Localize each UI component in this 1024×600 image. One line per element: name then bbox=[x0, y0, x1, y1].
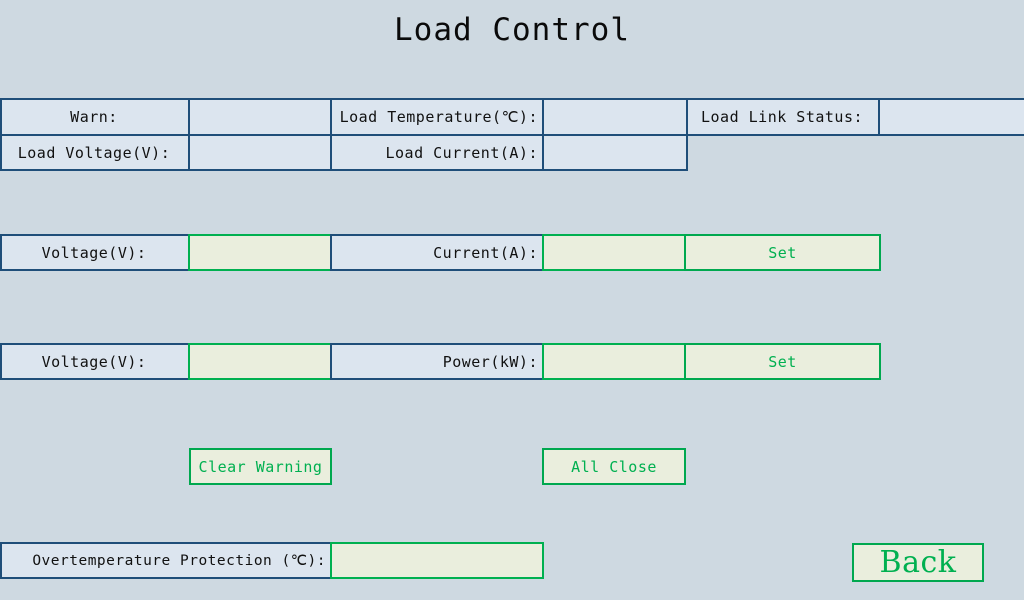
load-voltage-label: Load Voltage(V): bbox=[0, 134, 190, 171]
load-voltage-value bbox=[188, 134, 332, 171]
load-temperature-label: Load Temperature(℃): bbox=[330, 98, 544, 136]
load-temperature-value bbox=[542, 98, 688, 136]
set-voltage-power-voltage-input[interactable] bbox=[188, 343, 332, 380]
set-voltage-current-current-input[interactable] bbox=[542, 234, 686, 271]
all-close-button[interactable]: All Close bbox=[542, 448, 686, 485]
overtemperature-protection-input[interactable] bbox=[330, 542, 544, 579]
set-voltage-current-voltage-label: Voltage(V): bbox=[0, 234, 190, 271]
load-link-status-label: Load Link Status: bbox=[686, 98, 880, 136]
load-current-value bbox=[542, 134, 688, 171]
set-voltage-power-voltage-label: Voltage(V): bbox=[0, 343, 190, 380]
set-voltage-power-power-label: Power(kW): bbox=[330, 343, 544, 380]
set-voltage-current-voltage-input[interactable] bbox=[188, 234, 332, 271]
clear-warning-button[interactable]: Clear Warning bbox=[189, 448, 332, 485]
set-voltage-current-button[interactable]: Set bbox=[684, 234, 881, 271]
load-link-status-value bbox=[878, 98, 1024, 136]
overtemperature-protection-label: Overtemperature Protection (℃): bbox=[0, 542, 332, 579]
page-title: Load Control bbox=[394, 12, 630, 48]
load-current-label: Load Current(A): bbox=[330, 134, 544, 171]
warn-value bbox=[188, 98, 332, 136]
warn-label: Warn: bbox=[0, 98, 190, 136]
set-voltage-current-current-label: Current(A): bbox=[330, 234, 544, 271]
back-button[interactable]: Back bbox=[852, 543, 984, 582]
set-voltage-power-power-input[interactable] bbox=[542, 343, 686, 380]
set-voltage-power-button[interactable]: Set bbox=[684, 343, 881, 380]
